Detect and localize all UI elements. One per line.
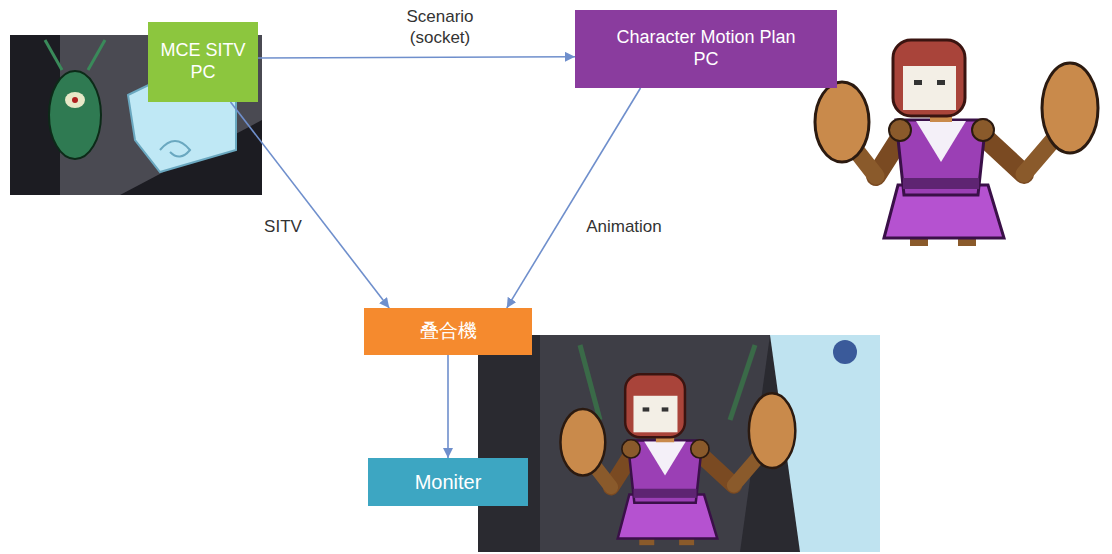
node-label: Moniter: [415, 470, 482, 494]
tv-screenshot: [10, 35, 262, 195]
edge-label: SITV: [256, 216, 310, 237]
connector-arrow: [507, 88, 641, 308]
pc-box: Character Motion Plan PC: [575, 10, 837, 88]
monitor-screenshot: [478, 335, 880, 552]
illustration-part: [160, 141, 190, 157]
connector-arrow: [231, 102, 390, 308]
node-label: MCE SITV PC: [156, 40, 250, 83]
illustration-part: [478, 335, 880, 552]
edge-label: Animation: [572, 216, 676, 237]
node-label: 叠合機: [420, 320, 477, 343]
connector-arrow: [258, 57, 575, 58]
character-figure: [815, 40, 1098, 246]
mixer-box: 叠合機: [364, 308, 532, 355]
illustration-part: [65, 92, 85, 108]
overlaid-character: [560, 374, 795, 545]
illustration-part: [833, 340, 857, 364]
illustration-part: [45, 40, 62, 70]
node-label: Character Motion Plan PC: [609, 27, 804, 70]
illustration-part: [72, 97, 78, 103]
illustration-part: [88, 40, 105, 70]
connector-arrow: [447, 355, 449, 458]
illustration-part: [49, 71, 101, 159]
edge-label: Scenario (socket): [393, 6, 487, 49]
monitor-box: Moniter: [368, 458, 528, 506]
illustration-part: [730, 345, 755, 420]
illustration-part: [10, 35, 262, 195]
pc-box: MCE SITV PC: [148, 22, 258, 102]
